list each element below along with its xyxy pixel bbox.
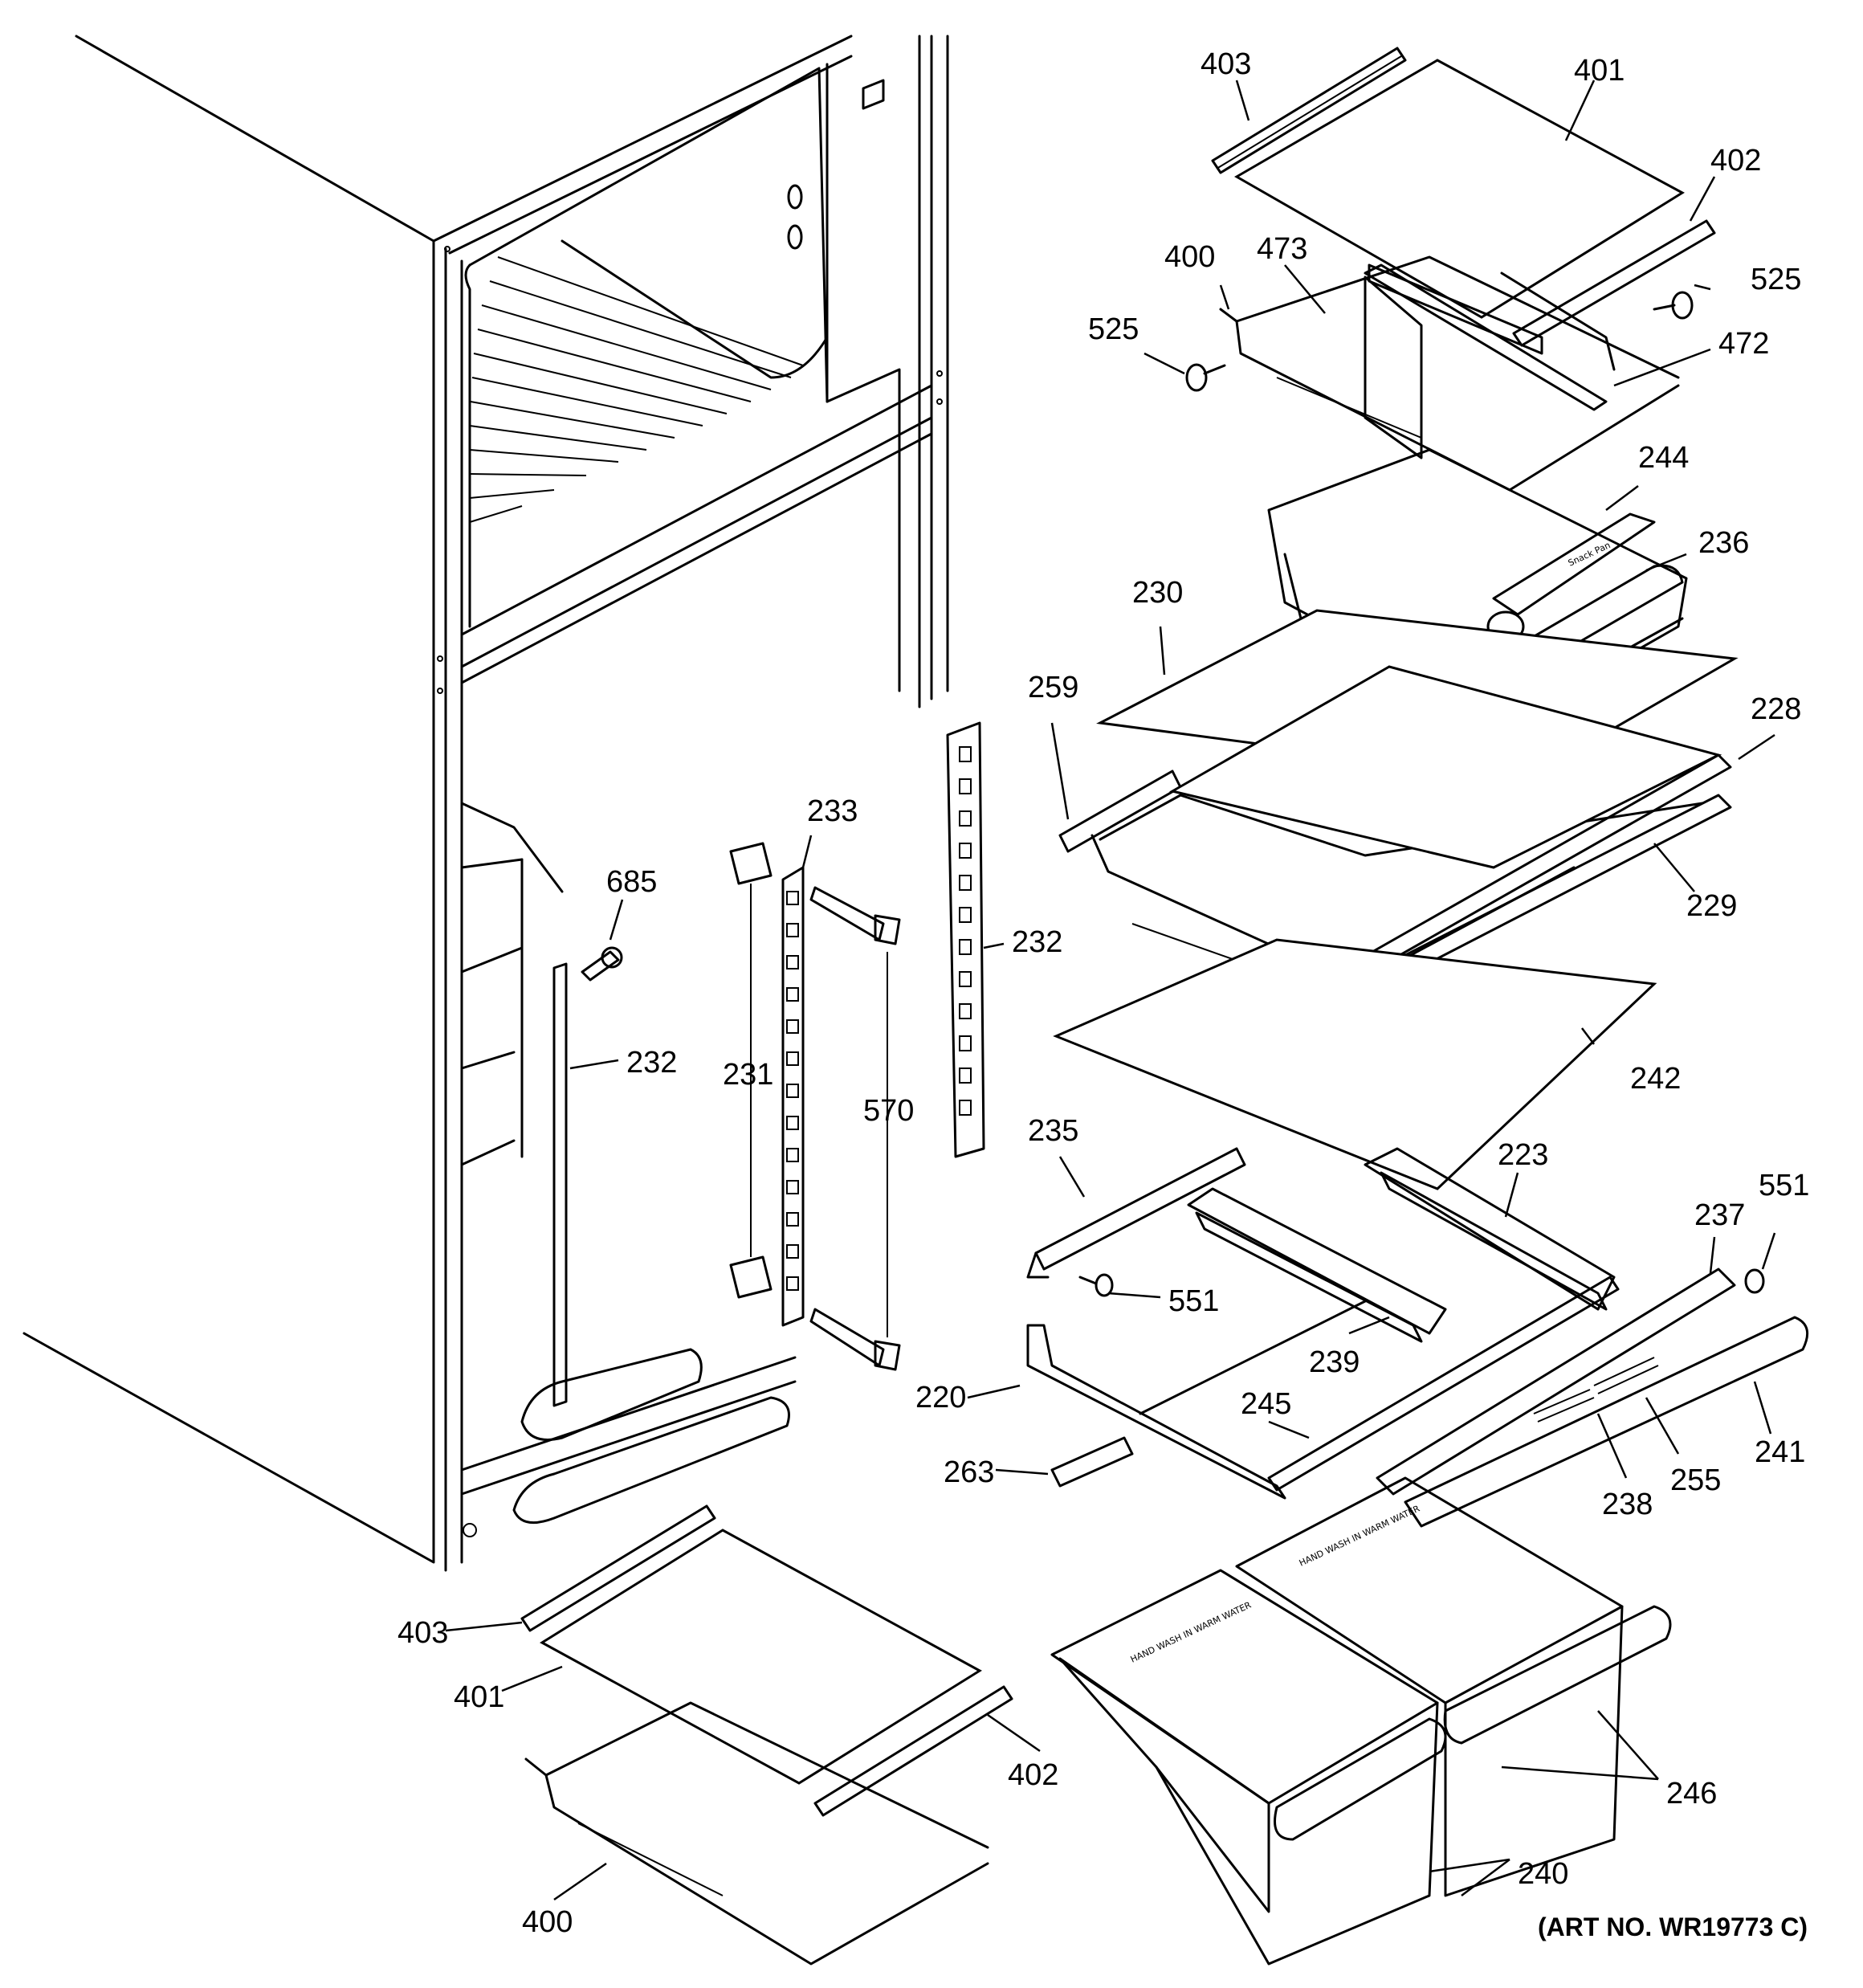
callout-402-bottom: 402 [1008,1758,1058,1792]
callout-220: 220 [915,1381,966,1414]
callout-246: 246 [1666,1777,1717,1810]
bin-label-right: HAND WASH IN WARM WATER [1298,1503,1422,1568]
callout-263: 263 [944,1455,994,1489]
callout-685: 685 [606,865,657,899]
top-shelf-assembly [1185,47,1716,492]
screw-685 [581,946,623,982]
callout-223: 223 [1498,1138,1548,1172]
screw-525-right [1653,291,1694,320]
callout-401-top: 401 [1574,54,1625,88]
callout-244: 244 [1638,441,1689,475]
callout-230: 230 [1132,576,1183,610]
callout-403-top: 403 [1201,47,1251,81]
callout-401-bottom: 401 [454,1680,504,1714]
callout-400-top: 400 [1164,240,1215,274]
callout-551-right: 551 [1759,1169,1809,1202]
screw-551-left [1078,1273,1114,1297]
clip-231-bottom [729,1255,773,1299]
callout-570: 570 [863,1094,914,1128]
vent-255 [1593,1357,1659,1394]
callout-525-right: 525 [1751,263,1801,296]
callout-551-left: 551 [1168,1284,1219,1318]
callout-240: 240 [1518,1857,1568,1891]
screw-525-left [1185,363,1226,392]
callout-235: 235 [1028,1114,1078,1148]
callout-241: 241 [1755,1435,1805,1469]
callout-229: 229 [1686,889,1737,923]
clip-231-top [729,842,773,885]
ladder-232-right-slots [959,746,972,1116]
callout-403-bottom: 403 [397,1616,448,1650]
callout-239: 239 [1309,1345,1360,1379]
callout-228: 228 [1751,692,1801,726]
callout-473: 473 [1257,232,1307,266]
callout-leaders [445,80,1776,1901]
middle-shelf-assembly [1058,609,1739,1002]
callout-232-left: 232 [626,1046,677,1080]
callout-242: 242 [1630,1062,1681,1096]
ladder-233-slots [786,891,799,1291]
callout-402-top: 402 [1710,144,1761,178]
callout-233: 233 [807,794,858,828]
callout-400-bottom: 400 [522,1905,573,1939]
vent-238 [1533,1389,1595,1423]
screw-551-right [1744,1268,1765,1294]
refrigerator-cabinet [22,35,949,1572]
callout-231: 231 [723,1058,773,1092]
lower-drawer-frame [1026,1147,1809,1528]
callout-237: 237 [1694,1198,1745,1232]
shelf-ladders [552,721,985,1407]
crisper-bins: HAND WASH IN WARM WATER HAND WASH IN WAR… [1050,1476,1672,1966]
glass-shelf-242 [1053,938,1657,1190]
callout-259: 259 [1028,671,1078,704]
callout-numbers: 403 401 402 400 473 525 525 472 244 236 … [397,47,1809,1941]
callout-236: 236 [1698,526,1749,560]
bin-label-left: HAND WASH IN WARM WATER [1129,1599,1254,1664]
art-number: (ART NO. WR19773 C) [1538,1912,1808,1941]
callout-232-right: 232 [1012,925,1062,959]
callout-238: 238 [1602,1488,1653,1521]
screw-570-top [809,886,901,945]
bottom-shelf-assembly [520,1504,1013,1966]
freezer-floor-ribs [469,256,804,523]
screw-570-bottom [809,1308,901,1371]
callout-472: 472 [1718,327,1769,361]
callout-245: 245 [1241,1387,1291,1421]
callout-525-left: 525 [1088,312,1139,346]
callout-255: 255 [1670,1463,1721,1497]
